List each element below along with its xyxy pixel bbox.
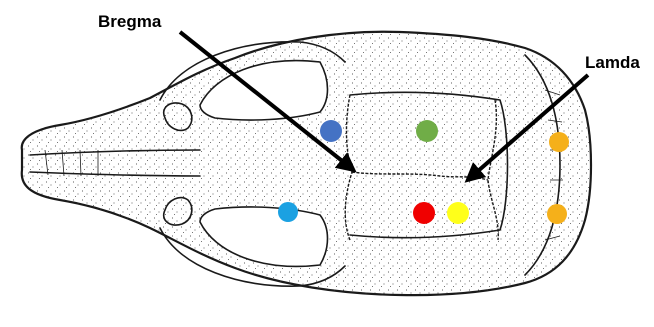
light-blue-marker [278,202,298,222]
yellow-marker [447,202,469,224]
blue-marker [320,120,342,142]
bregma-label: Bregma [98,12,162,31]
lamda-label: Lamda [585,53,640,72]
orange-marker-bottom [547,204,567,224]
green-marker [416,120,438,142]
red-marker [413,202,435,224]
orange-marker-top [549,132,569,152]
skull-illustration [22,32,591,295]
